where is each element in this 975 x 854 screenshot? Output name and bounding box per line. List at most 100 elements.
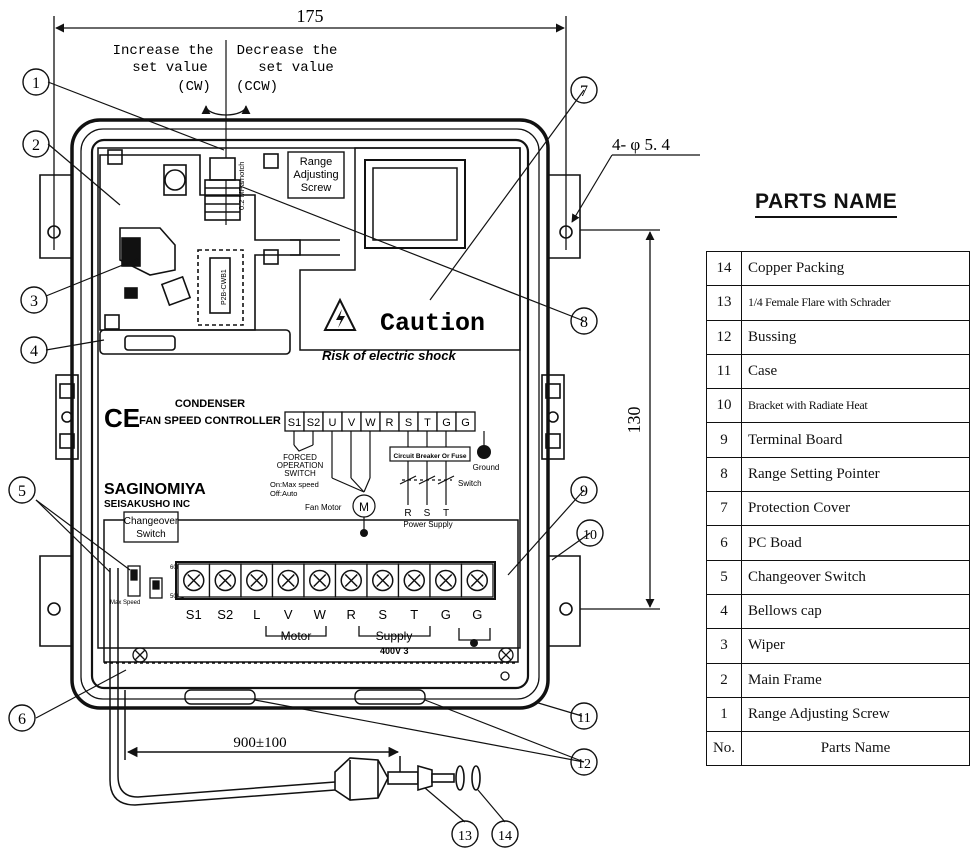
parts-name: Case	[741, 353, 970, 390]
sw-max-label: Max Speed	[110, 600, 140, 606]
side-radiators	[55, 374, 565, 460]
terminal-screw-icon[interactable]	[309, 569, 331, 592]
supply-spec-label: 400V 3	[380, 646, 409, 656]
changeover-label: Changeover	[124, 516, 179, 527]
terminal-screw-cross	[250, 573, 264, 588]
parts-number: 5	[706, 559, 742, 595]
power-supply-label: Power Supply	[403, 520, 452, 529]
terminal-label: G	[441, 607, 451, 622]
callout-circle	[570, 702, 598, 730]
terminal-screw-icon[interactable]	[246, 569, 268, 592]
fan-motor-label: Fan Motor	[305, 503, 342, 512]
terminal-screw-icon[interactable]	[340, 569, 362, 592]
terminal-label: V	[284, 607, 293, 622]
callout-circle	[491, 820, 519, 848]
terminal-label: W	[314, 607, 327, 622]
caution-label: Caution	[380, 309, 485, 338]
terminal-screw-icon[interactable]	[183, 569, 205, 592]
terminal-screw-icon[interactable]	[372, 569, 394, 592]
terminal-screw-cross	[344, 573, 358, 588]
decrease-label-2: set value	[258, 60, 334, 76]
board-screws	[132, 647, 514, 681]
protection-cover	[299, 147, 521, 351]
terminal-screw-icon[interactable]	[403, 569, 425, 592]
forced-label: FORCED	[283, 453, 317, 462]
capillary-tube	[109, 568, 401, 806]
leader-lines	[35, 81, 591, 823]
range-adjusting-label-3: Screw	[301, 182, 332, 194]
brand-name: SAGINOMIYA	[104, 481, 206, 498]
terminal-screw-icon[interactable]	[214, 569, 236, 592]
callout-number: 5	[18, 483, 26, 500]
circuit-breaker-label: Circuit Breaker Or Fuse	[394, 453, 467, 460]
parts-name: Terminal Board	[741, 422, 970, 458]
parts-header-no: No.	[706, 731, 742, 767]
callout-number: 7	[580, 83, 588, 100]
product-label-2: FAN SPEED CONTROLLER	[139, 415, 281, 427]
callout-circle	[8, 704, 36, 732]
forced-label-4: On:Max speed	[270, 480, 319, 489]
terminal-screw-icon[interactable]	[277, 569, 299, 592]
callout-number: 14	[498, 829, 512, 844]
callout-circle	[8, 476, 36, 504]
motor-group-label: Motor	[281, 629, 312, 643]
forced-label-3: SWITCH	[284, 469, 316, 478]
parts-number: 13	[706, 285, 742, 321]
parts-name: Bellows cap	[741, 593, 970, 630]
terminal-screw-icon[interactable]	[435, 569, 457, 592]
range-adjusting-label: Range	[300, 156, 332, 168]
increase-label: Increase the	[113, 43, 214, 59]
motor-ground-dot	[360, 529, 368, 537]
upper-terminal-label: R	[386, 417, 394, 429]
motor-symbol: M	[359, 500, 369, 514]
forced-label-5: Off:Auto	[270, 489, 297, 498]
forced-switch-wiring	[293, 431, 376, 530]
parts-name: Copper Packing	[741, 250, 970, 287]
terminal-label: R	[347, 607, 356, 622]
parts-name: 1/4 Female Flare with Schrader	[741, 285, 970, 321]
ground-icon	[477, 445, 491, 459]
callout-number: 11	[577, 711, 590, 726]
changeover-switch[interactable]	[127, 565, 163, 599]
upper-terminal-label: G	[442, 417, 451, 429]
parts-name: Range Setting Pointer	[741, 456, 970, 493]
power-s: S	[424, 508, 431, 519]
parts-name: Bussing	[741, 319, 970, 355]
power-r: R	[404, 508, 411, 519]
cable-length-label: 900±100	[233, 735, 286, 751]
warning-icon	[323, 297, 357, 331]
case-outline	[70, 118, 550, 710]
terminal-label: S	[378, 607, 387, 622]
terminal-screw-icon[interactable]	[466, 569, 488, 592]
bushings	[184, 689, 426, 705]
terminal-screw-cross	[407, 573, 421, 588]
upper-terminal-label: S	[405, 417, 412, 429]
brand-name-2: SEISAKUSHO INC	[104, 499, 190, 510]
terminal-screw-cross	[313, 573, 327, 588]
terminal-screw-cross	[187, 573, 201, 588]
lower-ground-icon	[470, 639, 478, 647]
changeover-box	[123, 511, 179, 543]
wiper-scale-text: P2B-CWB1	[221, 269, 228, 305]
terminal-screw-cross	[281, 573, 295, 588]
callout-circle	[451, 820, 479, 848]
parts-number: 12	[706, 319, 742, 355]
parts-number: 2	[706, 662, 742, 698]
parts-number: 10	[706, 388, 742, 424]
bracket-top	[39, 174, 581, 259]
flare-fitting	[334, 757, 481, 801]
terminal-label: S1	[186, 607, 202, 622]
scale-text: 0.2 MPa/notch	[237, 162, 246, 210]
